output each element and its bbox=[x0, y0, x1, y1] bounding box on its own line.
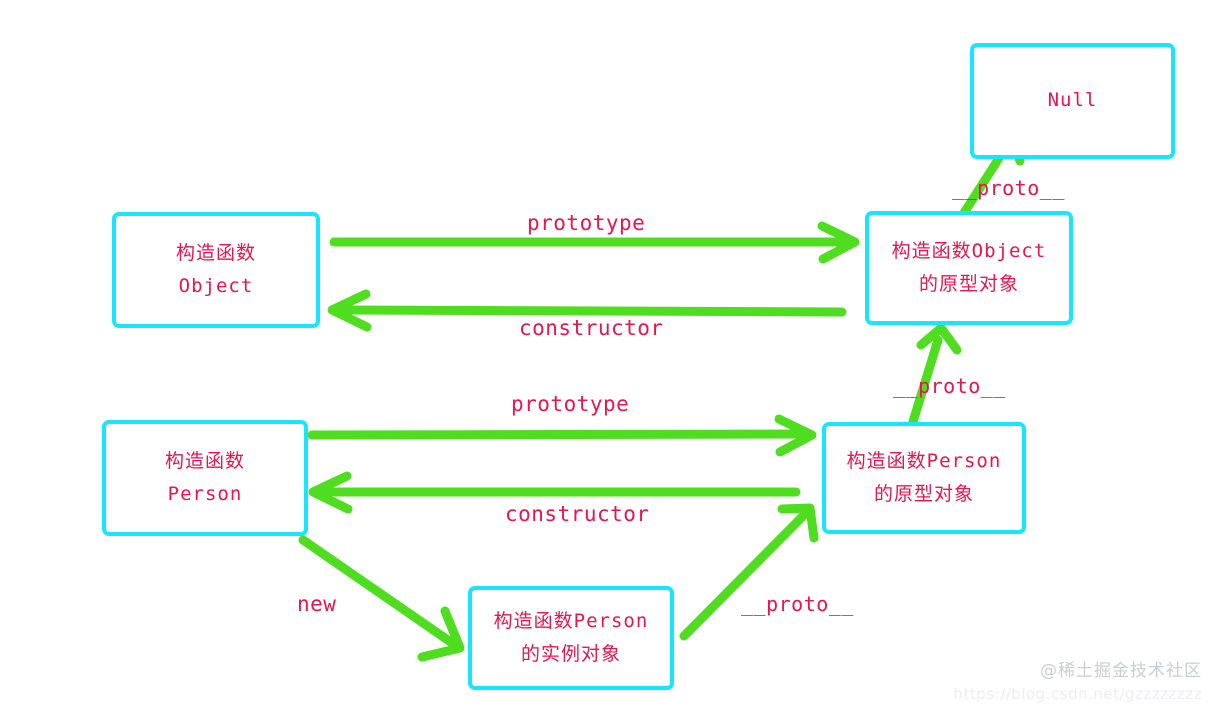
label-instance-personproto: __proto__ bbox=[741, 592, 854, 616]
object-constructor-line2: Object bbox=[178, 275, 254, 297]
person-constructor-line1: 构造函数 bbox=[164, 449, 245, 472]
person-instance-line1: 构造函数Person bbox=[493, 609, 649, 632]
label-new: new bbox=[297, 592, 337, 616]
person-prototype-line2: 的原型对象 bbox=[873, 483, 974, 505]
label-person-constructor: constructor bbox=[505, 502, 650, 526]
object-prototype-node[interactable]: 构造函数Object 的原型对象 bbox=[865, 211, 1073, 325]
person-instance-node[interactable]: 构造函数Person 的实例对象 bbox=[468, 586, 674, 690]
watermark-url: https://blog.csdn.net/gzzzzzzzz bbox=[953, 685, 1202, 703]
arrow-person-prototype bbox=[307, 414, 817, 457]
label-personproto-objectproto: __proto__ bbox=[893, 374, 1006, 398]
person-constructor-line2: Person bbox=[167, 483, 243, 505]
person-constructor-node[interactable]: 构造函数 Person bbox=[102, 420, 308, 536]
label-person-prototype: prototype bbox=[511, 392, 630, 416]
null-node-line1: Null bbox=[1047, 89, 1098, 112]
person-prototype-line1: 构造函数Person bbox=[846, 449, 1002, 472]
object-constructor-node[interactable]: 构造函数 Object bbox=[112, 212, 320, 328]
watermark-handle: @稀土掘金技术社区 bbox=[1040, 661, 1202, 681]
arrow-instance-personproto bbox=[679, 503, 819, 641]
object-prototype-line1: 构造函数Object bbox=[891, 239, 1047, 262]
person-prototype-node[interactable]: 构造函数Person 的原型对象 bbox=[822, 422, 1026, 534]
label-object-constructor: constructor bbox=[519, 316, 664, 340]
label-objectproto-null: __proto__ bbox=[952, 176, 1065, 200]
person-instance-line2: 的实例对象 bbox=[520, 643, 621, 665]
label-object-prototype: prototype bbox=[527, 211, 646, 235]
object-constructor-line1: 构造函数 bbox=[175, 241, 256, 264]
null-node[interactable]: Null bbox=[970, 43, 1175, 159]
object-prototype-line2: 的原型对象 bbox=[918, 273, 1019, 295]
